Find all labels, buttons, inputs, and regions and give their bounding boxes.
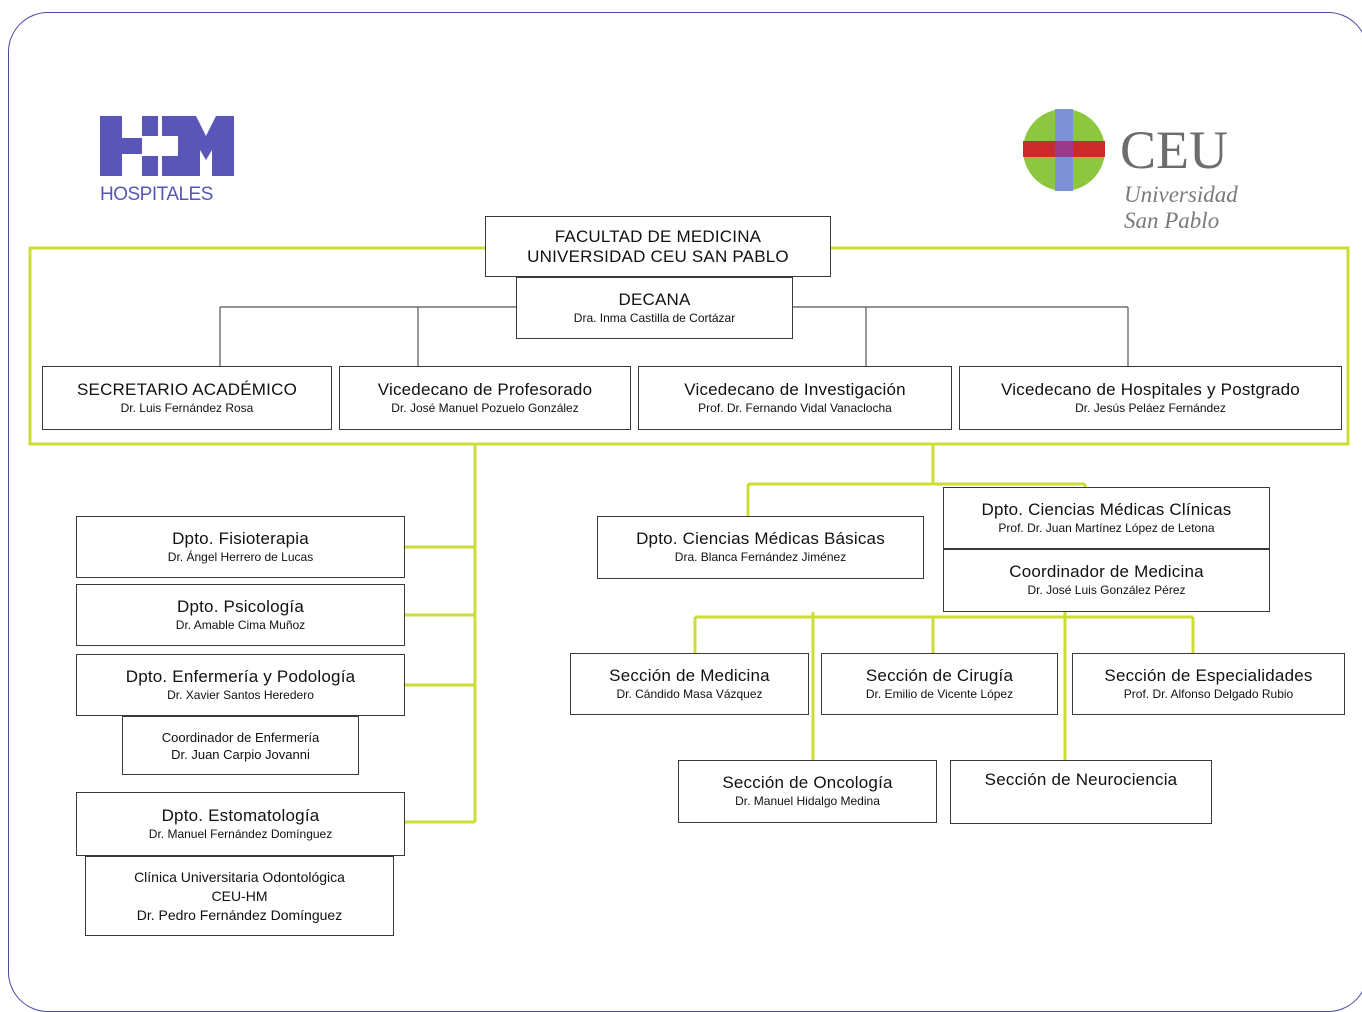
node-seccion-neurociencia: Sección de Neurociencia [950,760,1212,824]
node-dpto-estomatologia: Dpto. Estomatología Dr. Manuel Fernández… [76,792,405,856]
hm-hospitales-wordmark: HOSPITALES [100,184,213,205]
ceu-globe-logo-icon [1023,109,1105,191]
node-dpto-enfermeria: Dpto. Enfermería y Podología Dr. Xavier … [76,654,405,716]
ceu-wordmark: CEU [1120,120,1228,180]
node-facultad-line1: FACULTAD DE MEDICINA [554,226,762,246]
node-seccion-cirugia: Sección de Cirugía Dr. Emilio de Vicente… [821,653,1058,715]
node-clinica-odontologica: Clínica Universitaria Odontológica CEU-H… [85,856,394,936]
node-vicedecano-profesorado: Vicedecano de Profesorado Dr. José Manue… [339,366,631,430]
node-coordinador-medicina: Coordinador de Medicina Dr. José Luis Go… [943,549,1270,612]
node-decana: DECANA Dra. Inma Castilla de Cortázar [516,277,793,339]
node-vicedecano-investigacion: Vicedecano de Investigación Prof. Dr. Fe… [638,366,952,430]
node-dpto-fisioterapia: Dpto. Fisioterapia Dr. Ángel Herrero de … [76,516,405,578]
node-coordinador-enfermeria: Coordinador de Enfermería Dr. Juan Carpi… [122,716,359,775]
node-facultad-line2: UNIVERSIDAD CEU SAN PABLO [527,246,789,266]
node-dpto-psicologia: Dpto. Psicología Dr. Amable Cima Muñoz [76,584,405,646]
node-secretario-academico: SECRETARIO ACADÉMICO Dr. Luis Fernández … [42,366,332,430]
node-vicedecano-hospitales: Vicedecano de Hospitales y Postgrado Dr.… [959,366,1342,430]
hm-hospitales-logo-icon [100,116,234,176]
node-facultad-medicina: FACULTAD DE MEDICINA UNIVERSIDAD CEU SAN… [485,216,831,277]
node-dpto-ciencias-clinicas: Dpto. Ciencias Médicas Clínicas Prof. Dr… [943,487,1270,549]
node-seccion-oncologia: Sección de Oncología Dr. Manuel Hidalgo … [678,760,937,823]
ceu-university-name: Universidad San Pablo [1124,182,1238,233]
node-seccion-especialidades: Sección de Especialidades Prof. Dr. Alfo… [1072,653,1345,715]
node-dpto-ciencias-basicas: Dpto. Ciencias Médicas Básicas Dra. Blan… [597,516,924,579]
node-seccion-medicina: Sección de Medicina Dr. Cándido Masa Váz… [570,653,809,715]
